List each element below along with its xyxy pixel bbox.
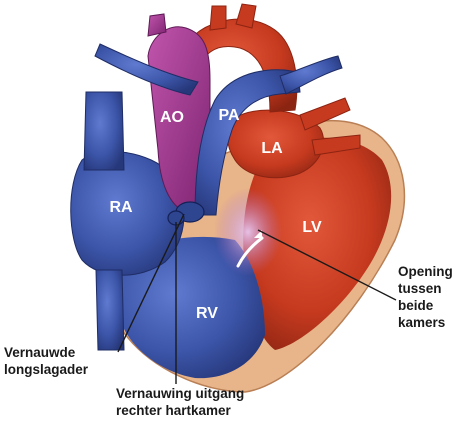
label-lv: LV: [302, 219, 322, 236]
label-ra: RA: [109, 199, 133, 216]
label-ao: AO: [160, 109, 184, 126]
callout-opening: Opening tussen beide kamers: [398, 264, 457, 330]
callout-opening-line-1: Opening: [398, 264, 453, 279]
callout-opening-line-2: tussen: [398, 281, 442, 296]
callout-outflow-narrowing-line-1: Vernauwing uitgang: [116, 386, 244, 401]
septal-defect-glow: [214, 188, 282, 276]
callout-opening-line-3: beide: [398, 298, 434, 313]
label-rv: RV: [196, 305, 218, 322]
callout-outflow-narrowing-line-2: rechter hartkamer: [116, 403, 232, 418]
aorta-branch: [148, 14, 166, 36]
label-pa: PA: [218, 107, 239, 124]
callout-pulmonary-stenosis-line-2: longslagader: [4, 362, 89, 377]
inferior-vena-cava: [96, 270, 124, 350]
callout-opening-line-4: kamers: [398, 315, 445, 330]
superior-vena-cava: [84, 92, 124, 170]
arch-branch-1: [210, 6, 226, 30]
callout-pulmonary-stenosis: Vernauwde longslagader: [4, 345, 89, 377]
callout-outflow-narrowing: Vernauwing uitgang rechter hartkamer: [116, 386, 248, 418]
label-la: LA: [261, 140, 283, 157]
arch-branch-2: [236, 4, 256, 28]
callout-pulmonary-stenosis-line-1: Vernauwde: [4, 345, 76, 360]
